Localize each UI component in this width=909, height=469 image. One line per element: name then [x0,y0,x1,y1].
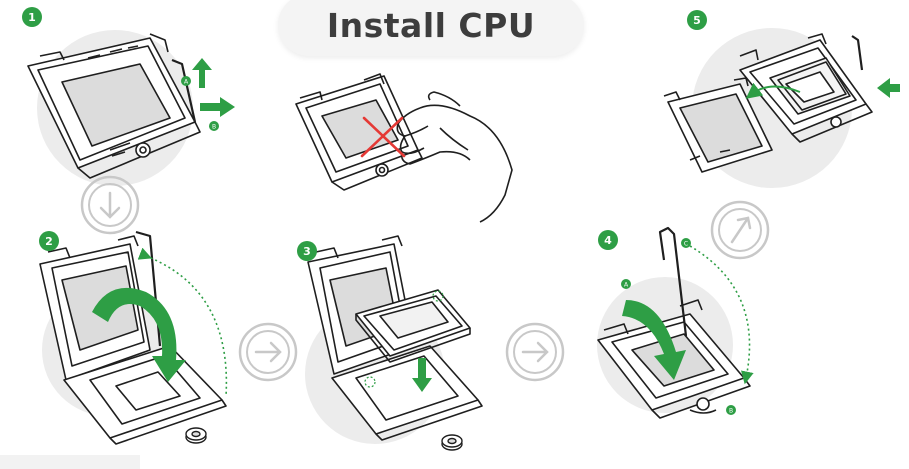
bottom-strip [0,455,140,469]
step-5-illustration [663,33,873,173]
step-badge-5: 5 [687,10,707,30]
arrow-right-icon [238,322,298,382]
step-1-illustration [27,33,201,179]
step-1-label-a: A [184,79,189,86]
cross-icon [360,116,406,158]
no-touch-illustration [295,73,513,223]
step-2-illustration [39,230,227,445]
step-1-callouts [181,76,219,131]
step-badge-4: 4 [598,230,618,250]
step-2-arrows [92,247,228,397]
step-1-label-b: B [212,124,216,131]
step-badge-1: 1 [22,7,42,27]
step-4-label-b: B [729,408,733,415]
step-3-illustration [307,235,483,441]
page-title: Install CPU [326,5,536,45]
step-badge-3: 3 [297,241,317,261]
step-5-arrows [745,78,900,99]
step-4-label-c: C [684,241,688,248]
arrow-right-icon [505,322,565,382]
step-4-label-a: A [624,282,629,289]
step-1-arrows [192,58,235,117]
step-badge-2: 2 [39,231,59,251]
step-4-arrows [622,245,754,385]
arrow-down-icon [80,175,140,235]
step-4-callouts [621,238,736,415]
arrow-up-right-icon [710,200,770,260]
step-3-arrows [364,290,444,392]
title-banner: Install CPU [278,0,584,56]
pin-cap-icon [185,427,207,444]
pin-cap-icon [441,434,463,451]
